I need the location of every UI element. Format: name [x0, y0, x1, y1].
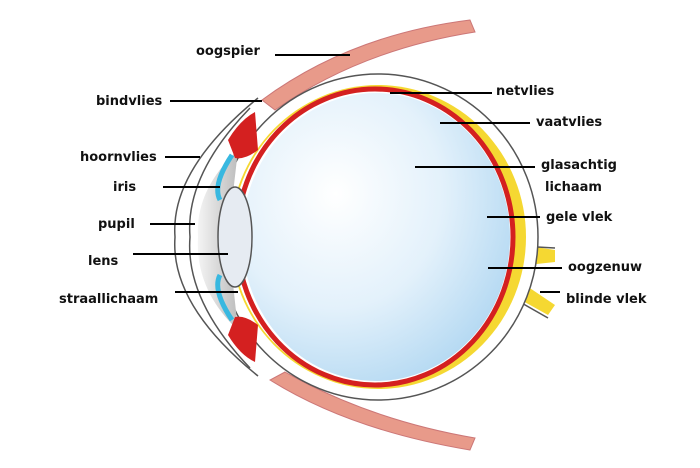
iris-shape: [215, 153, 235, 322]
label-netvlies: netvlies: [496, 84, 555, 99]
label-hoornvlies: hoornvlies: [80, 150, 157, 165]
label-vaatvlies: vaatvlies: [536, 115, 603, 130]
ciliary-body-top: [228, 112, 258, 159]
label-bindvlies: bindvlies: [96, 94, 163, 109]
leader-lines: [133, 54, 562, 293]
label-oogzenuw: oogzenuw: [568, 260, 643, 275]
label-lens: lens: [88, 254, 119, 269]
ciliary-body-bottom: [228, 316, 258, 362]
vitreous-body: [242, 93, 510, 381]
label-glasachtig: glasachtig: [541, 158, 617, 173]
label-iris: iris: [113, 180, 137, 195]
label-lichaam: lichaam: [545, 180, 602, 195]
label-straallichaam: straallichaam: [59, 292, 159, 307]
label-pupil: pupil: [98, 217, 135, 232]
label-blinde-vlek: blinde vlek: [566, 292, 647, 307]
eye-muscle-bottom: [269, 371, 476, 451]
label-oogspier: oogspier: [196, 44, 260, 59]
eye-muscle-top: [261, 19, 476, 111]
cornea: [174, 97, 259, 377]
lens-shape: [217, 186, 253, 288]
label-gele-vlek: gele vlek: [546, 210, 613, 225]
